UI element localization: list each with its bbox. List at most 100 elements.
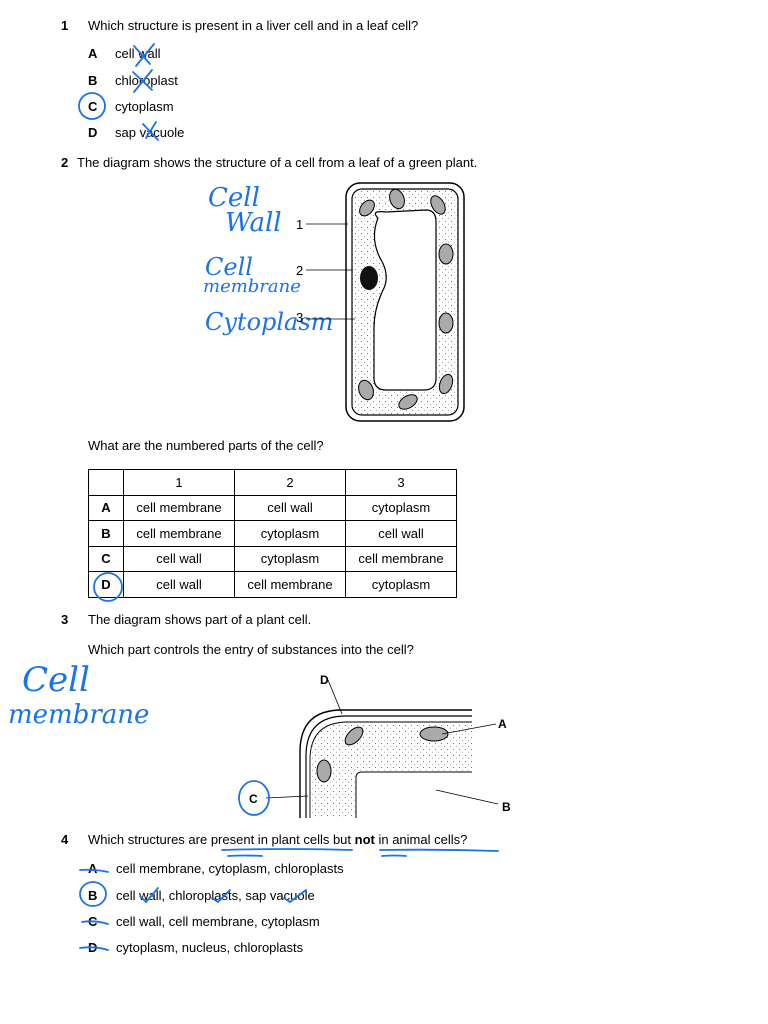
- strike-mark: [81, 920, 109, 925]
- table-row: A cell membrane cell wall cytoplasm: [88, 494, 457, 521]
- nucleus: [360, 266, 378, 290]
- q2-number: 2: [61, 155, 69, 170]
- q2-question: The diagram shows the structure of a cel…: [77, 155, 478, 170]
- cytoplasm: [310, 722, 472, 818]
- tick-mark-icon: [283, 889, 307, 904]
- vacuole-membrane: [355, 771, 472, 818]
- leader-line-c: [265, 795, 309, 799]
- q3-hand-line2: membrane: [8, 700, 150, 730]
- q1-option-b-text: chloroplast: [115, 73, 178, 88]
- chloroplast: [344, 726, 364, 746]
- table-cell: cell wall: [345, 520, 457, 547]
- q2-pen-marks: [93, 572, 123, 602]
- q1-number: 1: [61, 18, 69, 33]
- underline-mark: [379, 848, 499, 852]
- answer-circle-icon: [78, 92, 106, 120]
- table-cell: cytoplasm: [234, 545, 346, 572]
- q3-hand-line1: Cell: [22, 660, 90, 700]
- leaf-cell-diagram: [306, 182, 465, 422]
- q3-label-b: B: [502, 800, 511, 814]
- q2-hand-label2-line1: Cell: [205, 253, 253, 281]
- table-cell: cell wall: [123, 545, 235, 572]
- table-cell: cell membrane: [123, 520, 235, 547]
- cross-mark-icon: [133, 43, 155, 67]
- q2-label-2: 2: [296, 263, 304, 278]
- table-header-cell: [88, 469, 124, 496]
- q2-answer-table: 1 2 3 A cell membrane cell wall cytoplas…: [88, 469, 457, 598]
- table-row: C cell wall cytoplasm cell membrane: [88, 545, 457, 572]
- plant-cell-corner-diagram: [238, 679, 499, 818]
- table-cell: cell membrane: [234, 571, 346, 598]
- q1-option-c-text: cytoplasm: [115, 99, 174, 114]
- leader-line-b: [435, 789, 499, 805]
- q2-hand-label1-line2: Wall: [225, 208, 282, 238]
- answer-circle-icon: [79, 881, 107, 907]
- cross-mark-icon: [142, 121, 159, 141]
- q4-question-underlined: present in plant cells: [210, 832, 330, 847]
- q4-question-mid: but: [329, 832, 355, 847]
- q3-label-a: A: [498, 717, 507, 731]
- q4-pen-marks: [79, 848, 499, 951]
- q3-question: Which part controls the entry of substan…: [88, 642, 414, 657]
- chloroplast: [438, 373, 454, 395]
- table-cell: cytoplasm: [345, 494, 457, 521]
- chloroplast: [389, 188, 405, 210]
- strike-mark: [79, 868, 109, 873]
- q2-label-3: 3: [296, 310, 304, 325]
- q1-option-b-letter: B: [88, 73, 98, 88]
- q4-question-pre: Which structures are: [88, 832, 211, 847]
- table-row-letter: A: [88, 494, 124, 521]
- table-cell: cell wall: [234, 494, 346, 521]
- table-row-letter: C: [88, 545, 124, 572]
- table-cell: cell membrane: [123, 494, 235, 521]
- q4-number: 4: [61, 832, 69, 847]
- chloroplast: [398, 394, 418, 410]
- q3-number: 3: [61, 612, 69, 627]
- q2-hand-label3: Cytoplasm: [205, 308, 334, 336]
- table-row: B cell membrane cytoplasm cell wall: [88, 520, 457, 547]
- q4-question-post: in animal cells?: [374, 832, 468, 847]
- leader-line-a: [441, 723, 497, 735]
- q1-pen-marks: [78, 43, 159, 141]
- table-row: D cell wall cell membrane cytoplasm: [88, 571, 457, 598]
- table-header-cell: 3: [345, 469, 457, 496]
- underline-mark: [221, 848, 353, 851]
- q2-label-1: 1: [296, 217, 304, 232]
- cell-wall-inner: [305, 715, 472, 818]
- chloroplast: [419, 726, 449, 742]
- strike-mark: [79, 946, 109, 951]
- table-header-cell: 1: [123, 469, 235, 496]
- leader-line-d: [327, 679, 343, 715]
- q2-hand-label1-line1: Cell: [208, 183, 260, 213]
- answer-circle-icon: [238, 780, 270, 816]
- q4-option-a-text: cell membrane, cytoplasm, chloroplasts: [116, 861, 344, 876]
- q1-option-c-letter: C: [88, 99, 98, 114]
- chloroplast: [316, 759, 332, 783]
- table-row-letter: B: [88, 520, 124, 547]
- cross-mark-icon: [132, 69, 153, 93]
- table-cell: cell membrane: [345, 545, 457, 572]
- tick-mark-icon: [139, 887, 159, 904]
- chloroplast: [358, 379, 374, 401]
- table-cell: cytoplasm: [234, 520, 346, 547]
- chloroplast: [438, 312, 454, 334]
- q3-intro: The diagram shows part of a plant cell.: [88, 612, 312, 627]
- underline-mark: [381, 854, 407, 857]
- q2-prompt: What are the numbered parts of the cell?: [88, 438, 324, 453]
- table-cell: cytoplasm: [345, 571, 457, 598]
- q4-option-b-letter: B: [88, 888, 98, 903]
- q4-question-bold: not: [354, 832, 375, 847]
- q1-option-a-letter: A: [88, 46, 98, 61]
- q4-option-a-letter: A: [88, 861, 98, 876]
- chloroplast: [430, 195, 446, 215]
- q1-option-d-letter: D: [88, 125, 98, 140]
- sap-vacuole: [373, 209, 437, 391]
- q4-option-d-text: cytoplasm, nucleus, chloroplasts: [116, 940, 304, 955]
- q3-label-d: D: [320, 673, 329, 687]
- q3-label-c: C: [249, 792, 258, 806]
- q1-question: Which structure is present in a liver ce…: [88, 18, 419, 33]
- q4-question: Which structures are present in plant ce…: [88, 832, 467, 847]
- answer-circle-icon: [93, 572, 123, 602]
- q4-option-b-text: cell wall, chloroplasts, sap vacuole: [116, 888, 315, 903]
- chloroplast: [359, 199, 375, 217]
